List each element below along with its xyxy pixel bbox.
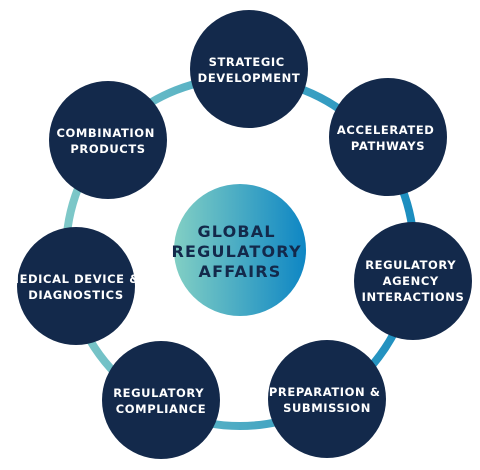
node-circle xyxy=(354,222,472,340)
center-circle xyxy=(174,184,306,316)
node-label: ACCELERATED PATHWAYS xyxy=(337,123,439,153)
node-circle xyxy=(329,78,447,196)
node-label: STRATEGIC DEVELOPMENT xyxy=(198,55,301,85)
node-label-line: STRATEGIC xyxy=(209,55,285,69)
node-circle xyxy=(268,340,386,458)
node-label-line: MEDICAL DEVICE & xyxy=(8,272,140,286)
node-label-line: DEVELOPMENT xyxy=(198,71,301,85)
center-line: REGULATORY xyxy=(171,242,301,261)
node-combination-products: COMBINATION PRODUCTS xyxy=(49,81,167,199)
node-circle xyxy=(49,81,167,199)
node-label-line: INTERACTIONS xyxy=(362,290,465,304)
center-line: GLOBAL xyxy=(197,222,275,241)
node-label-line: COMBINATION xyxy=(56,126,154,140)
node-label-line: AGENCY xyxy=(383,274,439,288)
node-label: REGULATORY COMPLIANCE xyxy=(113,386,209,416)
node-label: COMBINATION PRODUCTS xyxy=(56,126,159,156)
node-label-line: SUBMISSION xyxy=(283,401,371,415)
node-label-line: PREPARATION & xyxy=(269,385,381,399)
node-circle xyxy=(17,227,135,345)
node-label-line: COMPLIANCE xyxy=(116,402,207,416)
node-circle xyxy=(190,10,308,128)
node-regulatory-agency-interactions: REGULATORY AGENCY INTERACTIONS xyxy=(354,222,472,340)
node-label-line: DIAGNOSTICS xyxy=(28,288,124,302)
node-label-line: PRODUCTS xyxy=(70,142,145,156)
node-circle xyxy=(102,341,220,459)
node-label: PREPARATION & SUBMISSION xyxy=(269,385,385,415)
node-label: REGULATORY AGENCY INTERACTIONS xyxy=(362,258,465,304)
center-label: GLOBAL REGULATORY AFFAIRS xyxy=(171,222,308,281)
node-strategic-development: STRATEGIC DEVELOPMENT xyxy=(190,10,308,128)
center-hub: GLOBAL REGULATORY AFFAIRS xyxy=(171,184,308,316)
node-label-line: PATHWAYS xyxy=(351,139,425,153)
node-label-line: REGULATORY xyxy=(113,386,204,400)
node-preparation-submission: PREPARATION & SUBMISSION xyxy=(268,340,386,458)
node-label: MEDICAL DEVICE & DIAGNOSTICS xyxy=(8,272,145,302)
node-medical-device-diagnostics: MEDICAL DEVICE & DIAGNOSTICS xyxy=(8,227,145,345)
node-accelerated-pathways: ACCELERATED PATHWAYS xyxy=(329,78,447,196)
node-label-line: ACCELERATED xyxy=(337,123,435,137)
node-regulatory-compliance: REGULATORY COMPLIANCE xyxy=(102,341,220,459)
center-line: AFFAIRS xyxy=(199,262,282,281)
node-label-line: REGULATORY xyxy=(365,258,456,272)
